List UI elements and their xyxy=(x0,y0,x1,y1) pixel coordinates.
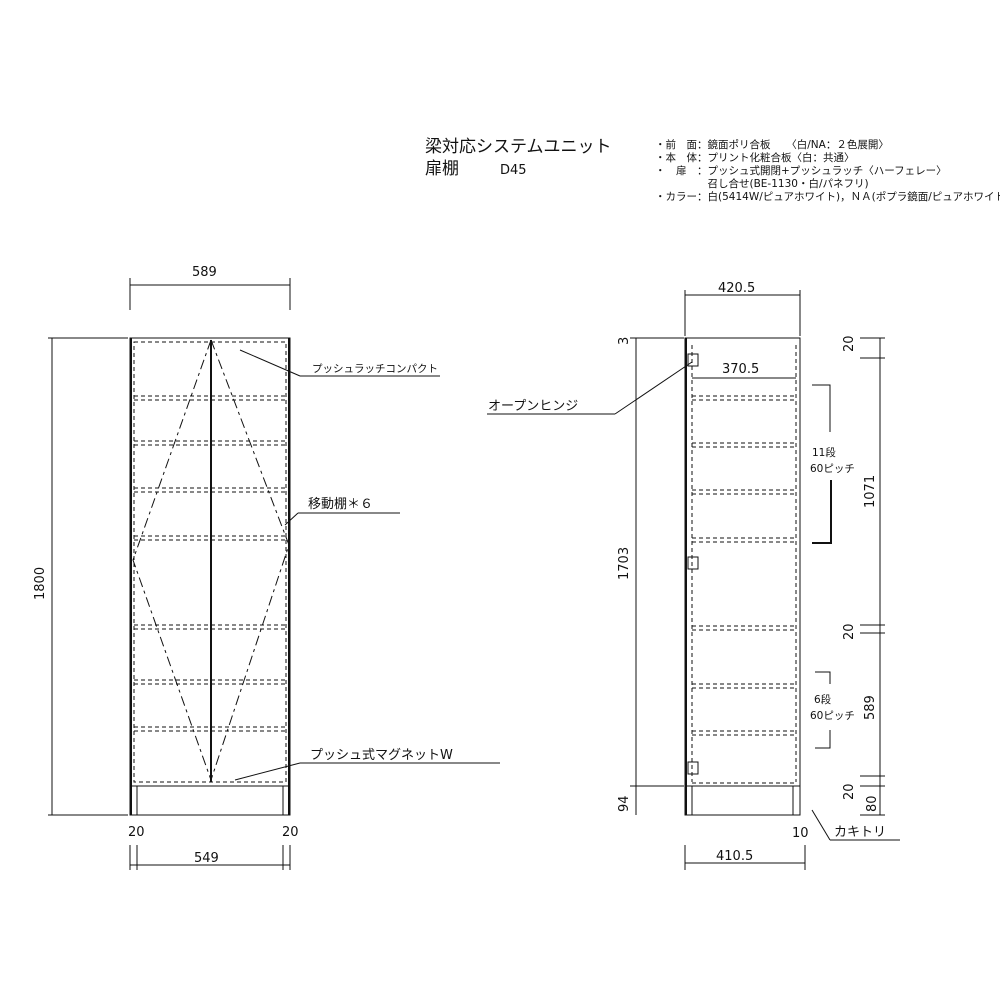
upper-steps: 11段 xyxy=(812,446,836,459)
dim-r-bottom: 20 xyxy=(842,783,857,800)
hinge-icons xyxy=(687,353,699,775)
dim-side-left: 20 xyxy=(128,825,145,840)
dim-plinth: 94 xyxy=(617,795,632,812)
spec-list: ・前 面：鏡面ポリ合板 〈白/NA：２色展開〉 ・本 体：プリント化粧合板〈白：… xyxy=(655,138,1000,203)
label-push-magnet: プッシュ式マグネットW xyxy=(310,748,453,763)
label-open-hinge: オープンヒンジ xyxy=(488,399,578,414)
spec-front: ・前 面：鏡面ポリ合板 〈白/NA：２色展開〉 xyxy=(655,138,889,151)
label-kakitori: カキトリ xyxy=(834,825,886,840)
model-code: D45 xyxy=(500,163,527,178)
dim-r-plinth: 80 xyxy=(865,795,880,812)
spec-body: ・本 体：プリント化粧合板〈白：共通〉 xyxy=(655,151,855,164)
dim-side-bottom: 410.5 xyxy=(716,849,753,864)
lower-pitch: 60ピッチ xyxy=(810,710,855,722)
dim-inner-width: 549 xyxy=(194,851,219,866)
dim-front-width: 589 xyxy=(192,265,217,280)
title-line2: 扉棚 xyxy=(425,159,459,179)
dim-r-upper: 1071 xyxy=(863,475,878,508)
side-elevation: 420.5 370.5 3 1703 94 410.5 10 20 1071 2… xyxy=(487,281,900,870)
spec-door: ・ 扉 ：プッシュ式開閉+プッシュラッチ〈ハーフェレー〉 xyxy=(655,164,947,177)
dim-front-height: 1800 xyxy=(33,567,48,600)
spec-color: ・カラー：白(5414W/ピュアホワイト)，ＮＡ(ポプラ鏡面/ピュアホワイト) xyxy=(655,190,1000,203)
shelves xyxy=(134,395,286,732)
dim-side-depth: 420.5 xyxy=(718,281,755,296)
dim-offset: 10 xyxy=(792,826,809,841)
dim-top-gap: 3 xyxy=(617,337,632,345)
side-shelves xyxy=(692,377,796,784)
dim-r-mid: 20 xyxy=(842,623,857,640)
label-movable-shelf: 移動棚＊６ xyxy=(308,497,373,512)
dim-side-right: 20 xyxy=(282,825,299,840)
lower-steps: 6段 xyxy=(814,693,832,706)
dim-inner-height: 1703 xyxy=(617,547,632,580)
front-elevation: 589 1800 20 20 549 プッシュラッチコンパクト 移動棚＊６ プッ… xyxy=(33,265,500,870)
dim-r-top: 20 xyxy=(842,335,857,352)
spec-door-detail: 召し合せ(BE-1130・白/パネフリ) xyxy=(655,177,869,190)
title-line1: 梁対応システムユニット xyxy=(425,137,612,157)
upper-pitch: 60ピッチ xyxy=(810,463,855,475)
dim-r-lower: 589 xyxy=(863,695,878,720)
dim-inner-depth: 370.5 xyxy=(722,362,759,377)
label-push-latch: プッシュラッチコンパクト xyxy=(312,363,438,375)
